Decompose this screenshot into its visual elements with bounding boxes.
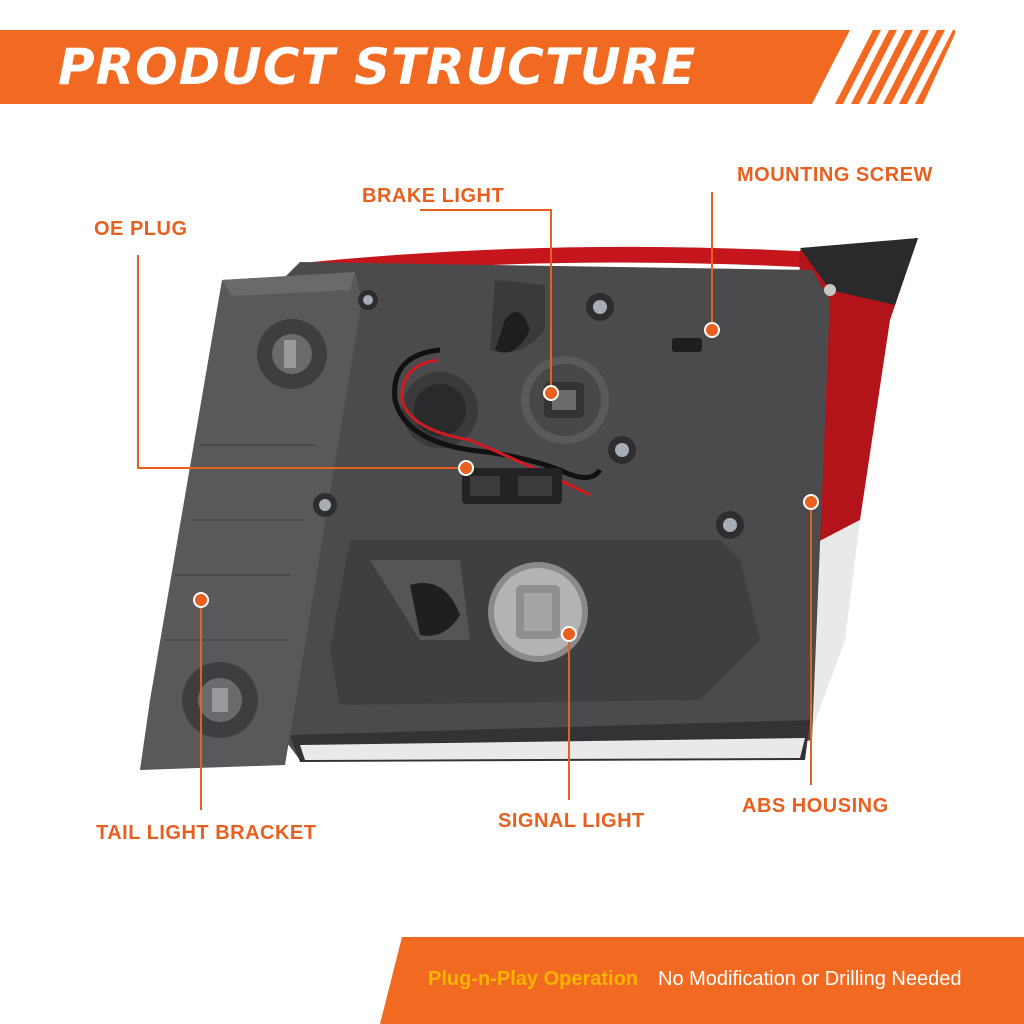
footer-bar <box>380 937 1024 1024</box>
label-mounting-screw: MOUNTING SCREW <box>737 164 933 186</box>
label-abs-housing: ABS HOUSING <box>742 795 889 817</box>
footer-plug-n-play: Plug-n-Play Operation <box>428 968 639 990</box>
label-tail-light-bracket: TAIL LIGHT BRACKET <box>96 822 317 844</box>
label-signal-light: SIGNAL LIGHT <box>498 810 645 832</box>
label-brake-light: BRAKE LIGHT <box>362 185 505 207</box>
header-banner <box>0 30 850 104</box>
header-stripes <box>835 30 955 104</box>
footer-no-modification: No Modification or Drilling Needed <box>658 968 962 990</box>
label-oe-plug: OE PLUG <box>94 218 188 240</box>
page-title: PRODUCT STRUCTURE <box>58 38 697 96</box>
